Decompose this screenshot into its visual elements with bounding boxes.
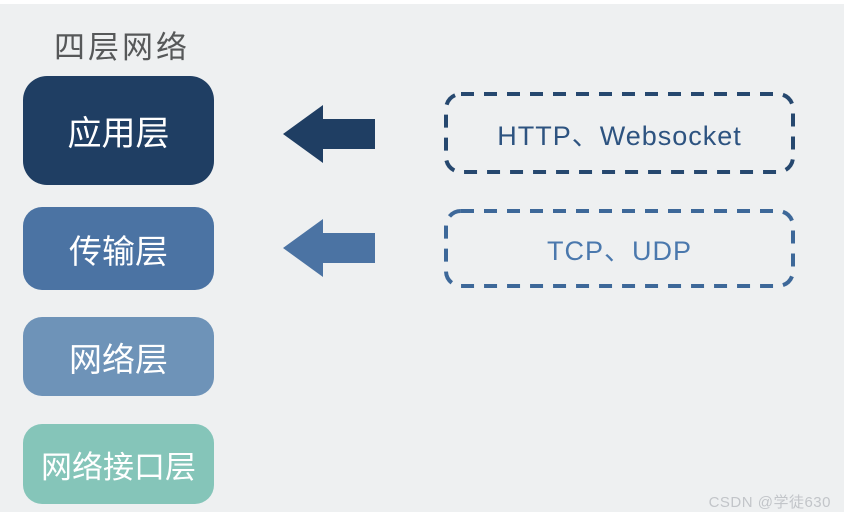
protocol-label-tcp-udp: TCP、UDP: [546, 236, 692, 266]
protocol-box-http-websocket: HTTP、Websocket: [444, 92, 795, 174]
left-arrow-icon-application: [283, 105, 375, 163]
dashed-border-rect: [444, 209, 795, 288]
layer-box-application-layer: 应用层: [23, 76, 214, 185]
layer-box-network-layer: 网络层: [23, 317, 214, 396]
protocol-label-http-websocket: HTTP、Websocket: [497, 120, 742, 151]
watermark: CSDN @学徒630: [708, 494, 831, 511]
layer-label-network: 网络层: [69, 340, 168, 378]
diagram-title: 四层网络: [54, 30, 190, 65]
layer-box-network-interface-layer: 网络接口层: [23, 424, 214, 504]
dashed-border: [444, 209, 795, 288]
left-arrow-shape: [283, 105, 375, 163]
layer-box-transport-layer: 传输层: [23, 207, 214, 290]
layer-label-transport: 传输层: [69, 232, 168, 270]
protocol-box-tcp-udp: TCP、UDP: [444, 209, 795, 288]
left-arrow-shape: [283, 219, 375, 277]
layer-label-application: 应用层: [67, 115, 170, 153]
layer-label-network-interface: 网络接口层: [41, 449, 196, 485]
left-arrow-icon-transport: [283, 219, 375, 277]
